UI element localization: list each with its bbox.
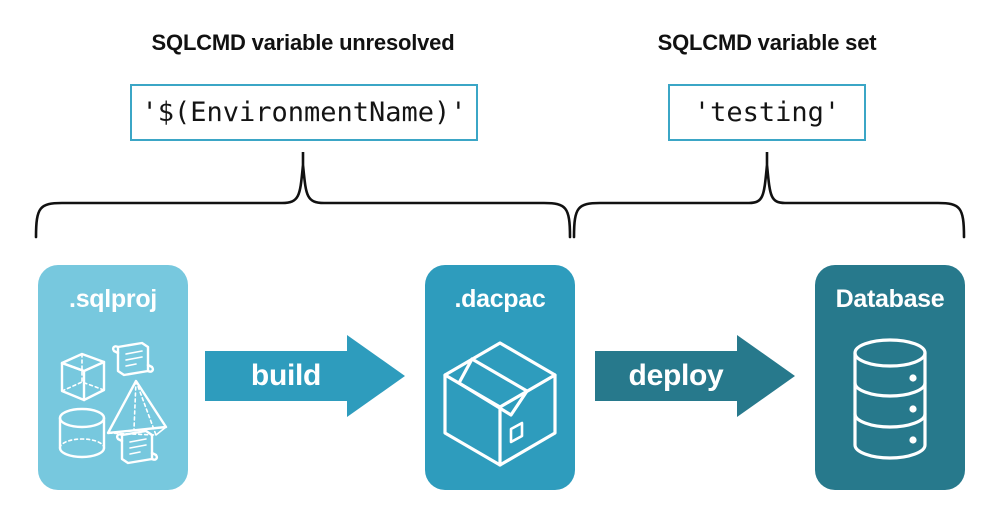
stage-box-sqlproj[interactable]: .sqlproj [38,265,188,490]
stage-label-sqlproj: .sqlproj [69,285,157,313]
brace-set-group [572,152,966,239]
package-box-icon [443,341,557,467]
pyramid-icon [106,379,168,436]
variable-value-set: 'testing' [668,84,866,141]
cube-icon [60,352,106,402]
script-scroll-icon [112,341,154,377]
arrow-deploy-label: deploy [628,359,724,392]
arrow-deploy-shape [595,335,795,417]
script-scroll-icon [116,429,158,465]
dacpac-package-art [443,341,557,467]
stage-label-dacpac: .dacpac [454,285,546,313]
brace-unresolved-group [34,152,572,239]
cylinder-icon [58,407,106,459]
arrow-build-shape [205,335,405,417]
group-heading-unresolved: SQLCMD variable unresolved [151,30,455,55]
sqlproj-artifacts-art [58,341,168,465]
stage-box-database[interactable]: Database [815,265,965,490]
arrow-deploy: deploy [595,335,795,417]
stage-label-database: Database [835,285,945,313]
arrow-build: build [205,335,405,417]
arrow-build-label: build [250,359,322,392]
database-cylinder-icon [853,338,927,460]
database-art [853,338,927,460]
variable-value-unresolved: '$(EnvironmentName)' [130,84,478,141]
group-heading-set: SQLCMD variable set [657,30,877,55]
stage-box-dacpac[interactable]: .dacpac [425,265,575,490]
